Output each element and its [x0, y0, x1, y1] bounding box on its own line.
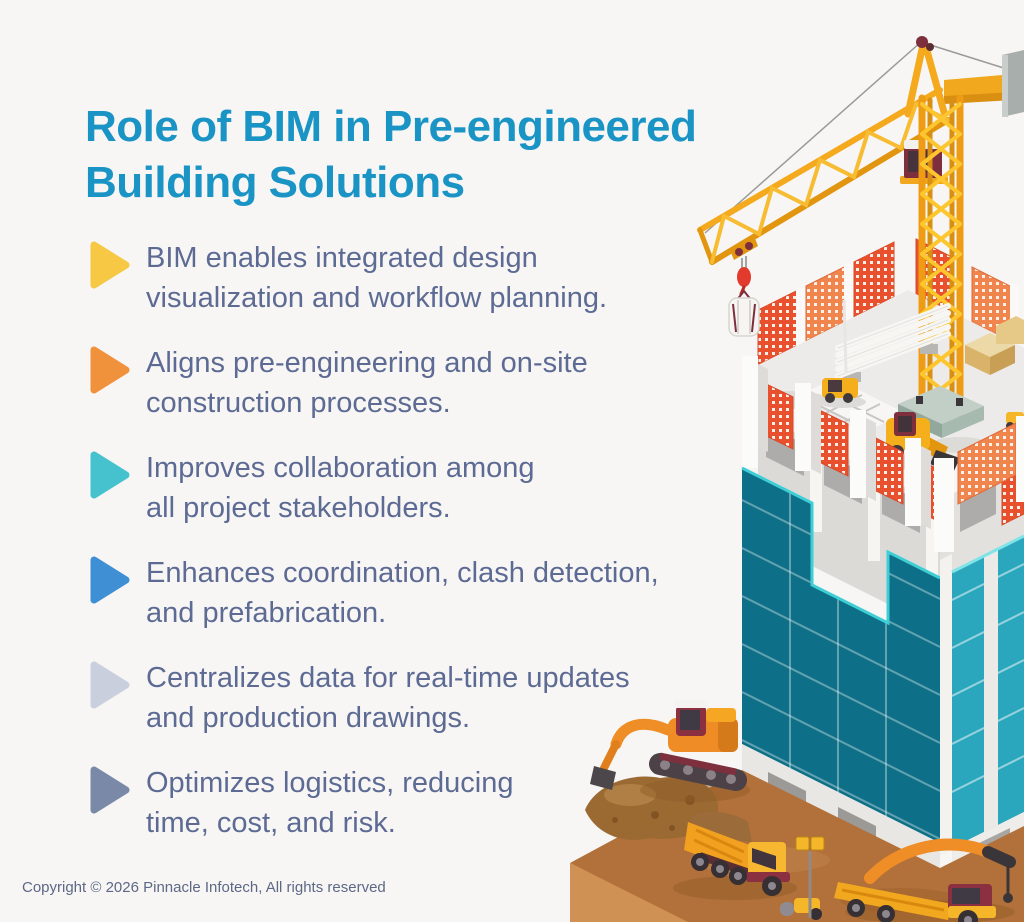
bullet-arrow-icon: [88, 241, 132, 289]
copyright-text: Copyright © 2026 Pinnacle Infotech, All …: [22, 879, 386, 896]
bullet-line-2: and prefabrication.: [146, 597, 387, 629]
crane-counterweight: [1002, 50, 1024, 117]
crane-cab: [900, 140, 948, 184]
bullet-item: Optimizes logistics, reducing time, cost…: [88, 763, 659, 843]
bullet-text: Optimizes logistics, reducing time, cost…: [146, 763, 513, 843]
crates: [965, 316, 1024, 430]
page-title: Role of BIM in Pre-engineered Building S…: [85, 99, 805, 211]
bullet-arrow-icon: [88, 556, 132, 604]
bullet-line-1: Improves collaboration among: [146, 452, 535, 484]
bullet-text: BIM enables integrated design visualizat…: [146, 238, 607, 318]
crane-mast-base: [898, 386, 984, 438]
mini-loader: [818, 378, 866, 408]
mobile-crane-truck: [834, 838, 1016, 922]
crane-hook-load-bag: [728, 236, 760, 337]
bullet-item: Centralizes data for real-time updates a…: [88, 658, 659, 738]
title-line-2: Building Solutions: [85, 158, 465, 208]
bullet-line-1: Centralizes data for real-time updates: [146, 662, 630, 694]
light-pole: [795, 836, 825, 918]
crane-apex: [904, 39, 948, 118]
skid-steer-loader: [881, 412, 960, 473]
bullet-item: Improves collaboration among all project…: [88, 448, 659, 528]
bullet-list: BIM enables integrated design visualizat…: [88, 238, 659, 843]
bullet-line-2: all project stakeholders.: [146, 492, 451, 524]
bullet-text: Centralizes data for real-time updates a…: [146, 658, 630, 738]
bullet-line-1: Aligns pre-engineering and on-site: [146, 347, 588, 379]
bullet-line-1: Optimizes logistics, reducing: [146, 767, 514, 799]
bullet-line-1: Enhances coordination, clash detection,: [146, 557, 659, 589]
dirt-platform-side: [570, 863, 690, 922]
dump-truck: [673, 811, 797, 900]
bullet-text: Aligns pre-engineering and on-site const…: [146, 343, 588, 423]
safety-mesh-fence-front: [742, 356, 1024, 552]
bullet-arrow-icon: [88, 451, 132, 499]
building-roof: [742, 290, 1024, 472]
bullet-line-2: and production drawings.: [146, 702, 471, 734]
tower-crane: [697, 36, 1024, 438]
bullet-text: Improves collaboration among all project…: [146, 448, 534, 528]
bullet-item: Aligns pre-engineering and on-site const…: [88, 343, 659, 423]
crane-counter-jib: [944, 74, 1014, 100]
bullet-arrow-icon: [88, 661, 132, 709]
building-base: [742, 744, 1024, 922]
teal-glass-facade-left: [741, 466, 941, 843]
bullet-line-2: construction processes.: [146, 387, 451, 419]
bullet-line-2: time, cost, and risk.: [146, 807, 396, 839]
bullet-arrow-icon: [88, 766, 132, 814]
bullet-item: BIM enables integrated design visualizat…: [88, 238, 659, 318]
bullet-line-2: visualization and workflow planning.: [146, 282, 608, 314]
teal-glass-facade-right: [951, 534, 1024, 848]
safety-mesh-fence-back: [757, 238, 1019, 366]
building-under-construction: [741, 299, 1024, 922]
bullet-line-1: BIM enables integrated design: [146, 242, 538, 274]
pipe-stack: [835, 299, 951, 382]
crane-mast: [918, 94, 964, 418]
bullet-text: Enhances coordination, clash detection, …: [146, 553, 659, 633]
bullet-item: Enhances coordination, clash detection, …: [88, 553, 659, 633]
title-line-1: Role of BIM in Pre-engineered: [85, 102, 697, 152]
roller-compactor: [780, 898, 822, 920]
bullet-arrow-icon: [88, 346, 132, 394]
